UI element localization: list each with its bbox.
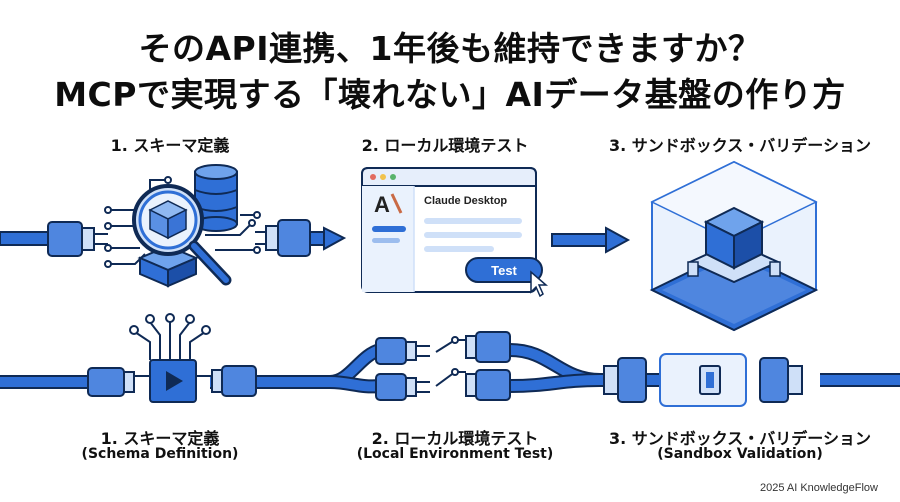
svg-text:A: A [374, 192, 390, 217]
app-window-title: Claude Desktop [424, 195, 507, 207]
title-line-2: MCPで実現する「壊れない」AIデータ基盤の作り方 [54, 75, 846, 114]
step-1-label-top: 1. スキーマ定義 [110, 136, 230, 155]
step-3-label-top: 3. サンドボックス・バリデーション [609, 136, 871, 155]
step-2-sub-bottom: (Local Environment Test) [356, 446, 554, 462]
local-test-plugs [375, 331, 511, 401]
step-1-label-bottom: 1. スキーマ定義 [100, 429, 220, 448]
schema-output-plug [255, 219, 347, 257]
schema-chip [87, 313, 257, 403]
cursor-icon [530, 270, 549, 298]
test-button-label: Test [491, 263, 517, 278]
footer-credit: 2025 AI KnowledgeFlow [759, 482, 878, 494]
schema-illustration [104, 164, 261, 288]
title-line-1: そのAPI連携、1年後も維持できますか？ [138, 29, 762, 68]
test-button[interactable] [465, 257, 543, 283]
step-1-sub-bottom: (Schema Definition) [81, 446, 239, 462]
step-2-label-top: 2. ローカル環境テスト [361, 136, 529, 155]
step-2-label-bottom: 2. ローカル環境テスト [371, 429, 539, 448]
left-cable-plug [0, 221, 108, 257]
step-3-sub-bottom: (Sandbox Validation) [657, 446, 823, 462]
sandbox-connector [603, 353, 803, 407]
arrow-to-sandbox [551, 226, 631, 254]
sandbox-cube [649, 160, 819, 332]
step-3-label-bottom: 3. サンドボックス・バリデーション [609, 429, 871, 448]
